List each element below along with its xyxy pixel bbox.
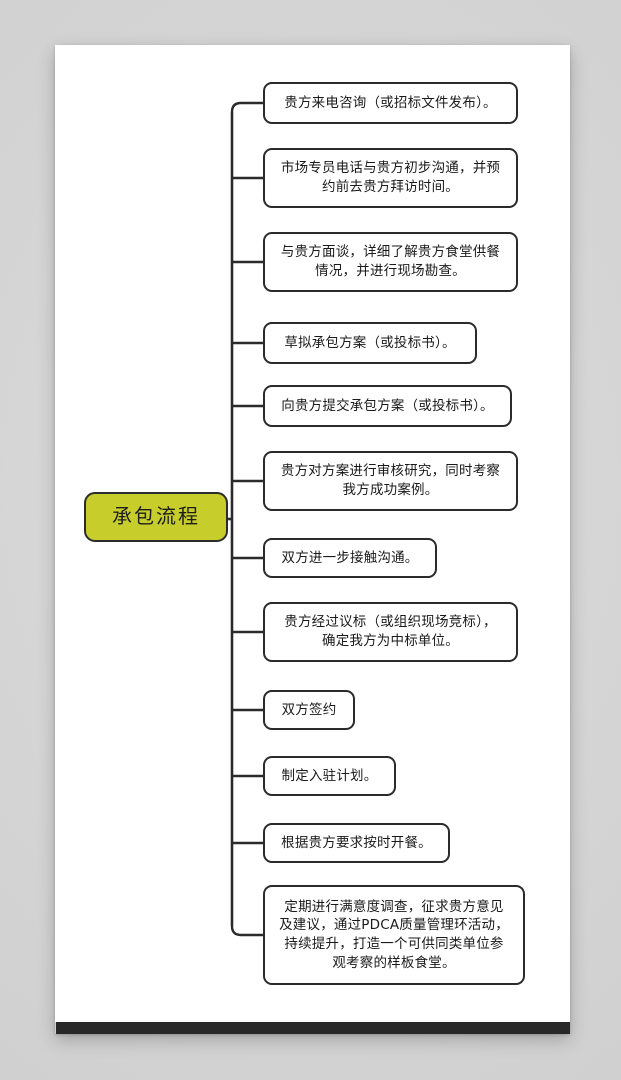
mindmap-node-label: 向贵方提交承包方案（或投标书）。 bbox=[281, 397, 494, 414]
mindmap-node-label: 制定入驻计划。 bbox=[281, 767, 378, 784]
mindmap-node-label: 贵方来电咨询（或招标文件发布）。 bbox=[284, 94, 497, 111]
root-node[interactable]: 承包流程 bbox=[84, 492, 228, 542]
mindmap-node-6[interactable]: 贵方对方案进行审核研究，同时考察我方成功案例。 bbox=[263, 451, 518, 511]
mindmap-node-3[interactable]: 与贵方面谈，详细了解贵方食堂供餐情况，并进行现场勘查。 bbox=[263, 232, 518, 292]
mindmap-node-9[interactable]: 双方签约 bbox=[263, 690, 355, 730]
mindmap-node-11[interactable]: 根据贵方要求按时开餐。 bbox=[263, 823, 450, 863]
branch-connector-1 bbox=[230, 101, 263, 113]
branch-connector-12 bbox=[230, 925, 263, 937]
mindmap-node-8[interactable]: 贵方经过议标（或组织现场竞标），确定我方为中标单位。 bbox=[263, 602, 518, 662]
mindmap-node-label: 贵方对方案进行审核研究，同时考察我方成功案例。 bbox=[280, 463, 501, 498]
mindmap-node-1[interactable]: 贵方来电咨询（或招标文件发布）。 bbox=[263, 82, 518, 124]
mindmap-node-4[interactable]: 草拟承包方案（或投标书）。 bbox=[263, 322, 477, 364]
mindmap-node-label: 双方签约 bbox=[281, 701, 337, 718]
mindmap-node-10[interactable]: 制定入驻计划。 bbox=[263, 756, 396, 796]
mindmap-node-5[interactable]: 向贵方提交承包方案（或投标书）。 bbox=[263, 385, 512, 427]
mindmap-node-7[interactable]: 双方进一步接触沟通。 bbox=[263, 538, 437, 578]
page-base-bar bbox=[56, 1022, 570, 1034]
mindmap-node-label: 与贵方面谈，详细了解贵方食堂供餐情况，并进行现场勘查。 bbox=[280, 244, 501, 279]
mindmap-node-label: 草拟承包方案（或投标书）。 bbox=[284, 334, 456, 351]
mindmap-node-label: 根据贵方要求按时开餐。 bbox=[281, 834, 432, 851]
mindmap-node-label: 市场专员电话与贵方初步沟通，并预约前去贵方拜访时间。 bbox=[280, 160, 501, 195]
mindmap-node-label: 贵方经过议标（或组织现场竞标），确定我方为中标单位。 bbox=[284, 614, 497, 649]
root-node-label: 承包流程 bbox=[112, 504, 200, 529]
mindmap-node-12[interactable]: 定期进行满意度调查，征求贵方意见及建议，通过PDCA质量管理环活动，持续提升，打… bbox=[263, 885, 525, 985]
mindmap-node-2[interactable]: 市场专员电话与贵方初步沟通，并预约前去贵方拜访时间。 bbox=[263, 148, 518, 208]
mindmap-node-label: 定期进行满意度调查，征求贵方意见及建议，通过PDCA质量管理环活动，持续提升，打… bbox=[279, 898, 509, 971]
mindmap-node-label: 双方进一步接触沟通。 bbox=[281, 549, 419, 566]
